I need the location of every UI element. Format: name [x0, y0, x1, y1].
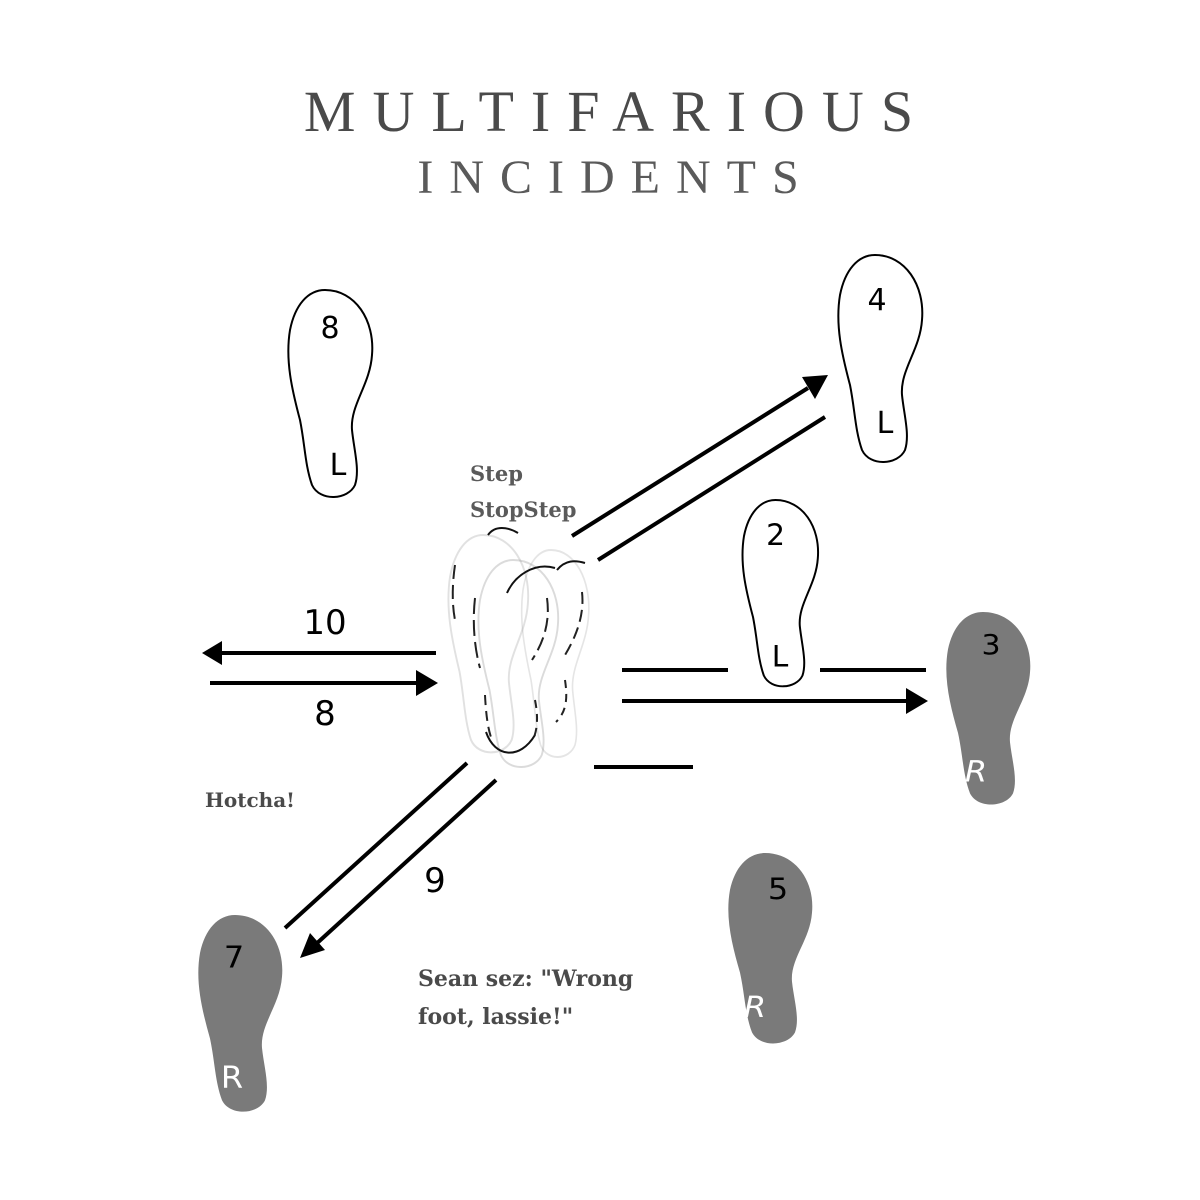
- footprint-side: L: [772, 640, 789, 675]
- step-note-line2: StopStep: [470, 497, 577, 522]
- footprint-number: 8: [320, 311, 339, 346]
- footprint-side: R: [744, 990, 766, 1024]
- footprint-side: R: [965, 754, 987, 789]
- footprint-side: R: [221, 1061, 243, 1096]
- footprint-side: L: [877, 406, 894, 441]
- line-diagonal-from-4: [596, 415, 827, 562]
- arrow-label-10: 10: [303, 603, 346, 643]
- arrow-left-10: [202, 641, 436, 665]
- arrow-diagonal-9: [300, 778, 498, 958]
- arrow-label-9: 9: [424, 861, 446, 901]
- footprint-8-left: 8 L: [287, 289, 374, 499]
- footprint-5-right: 5 R: [728, 853, 813, 1044]
- arrow-right-to-3: [622, 688, 928, 714]
- sean-quote-note: Sean sez: "Wrong foot, lassie!": [418, 960, 633, 1036]
- step-note-line1: Step: [470, 461, 523, 486]
- footprint-side: L: [330, 448, 347, 483]
- sean-quote-line1: Sean sez: "Wrong: [418, 966, 634, 992]
- arrow-right-8: [210, 670, 438, 696]
- footprint-number: 4: [867, 283, 886, 318]
- arrow-diagonal-to-4: [570, 375, 828, 538]
- footprint-number: 7: [224, 940, 244, 975]
- page-subtitle: INCIDENTS: [417, 151, 815, 204]
- footprint-number: 2: [766, 518, 785, 553]
- line-diagonal-to-7: [283, 761, 469, 930]
- page-title: MULTIFARIOUS: [303, 79, 931, 144]
- step-stopstep-note: Step StopStep: [470, 456, 576, 528]
- footprint-2-left: 2 L: [741, 499, 820, 688]
- footprint-4-left: 4 L: [837, 254, 924, 464]
- footprint-number: 5: [768, 872, 788, 906]
- arrow-label-8: 8: [314, 694, 336, 734]
- footprint-number: 3: [981, 628, 1000, 661]
- sean-quote-line2: foot, lassie!": [418, 1004, 574, 1030]
- footprint-3-right: 3 R: [946, 612, 1031, 805]
- hotcha-note: Hotcha!: [205, 788, 295, 812]
- center-footprint-cluster: [447, 527, 590, 769]
- footprint-7-right: 7 R: [198, 915, 283, 1112]
